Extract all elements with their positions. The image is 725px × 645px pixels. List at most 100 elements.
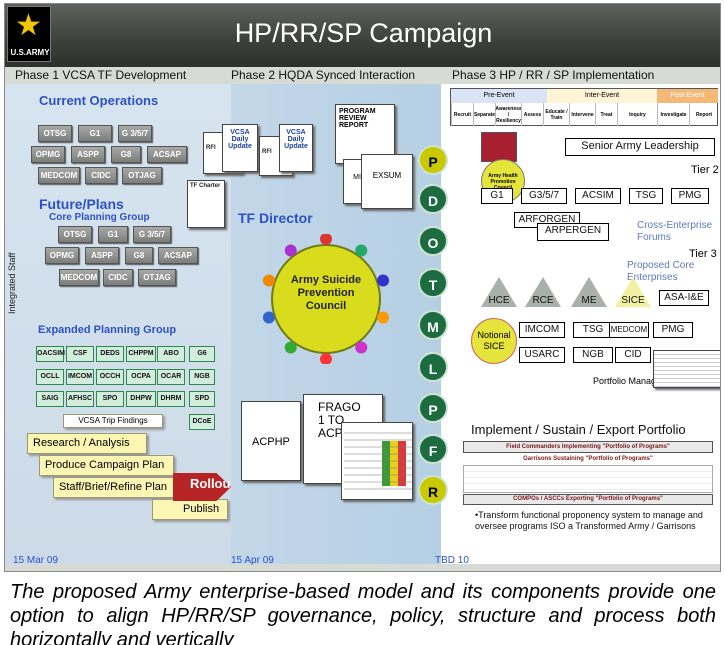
expanded-group-box: AFHSC bbox=[66, 391, 94, 407]
senior-army-leadership-box: Senior Army Leadership bbox=[565, 138, 715, 156]
me-label: ME bbox=[581, 295, 597, 306]
step-publish: Publish bbox=[152, 499, 228, 520]
expanded-group-box: NGB bbox=[189, 369, 215, 385]
acphp-document: ACPHP bbox=[241, 401, 301, 481]
sice-box: USARC bbox=[519, 347, 565, 363]
staff-box: ACSAP bbox=[147, 146, 187, 163]
exsum-document: EXSUM bbox=[361, 154, 413, 209]
programs-table bbox=[463, 465, 713, 493]
council-member-icon bbox=[355, 244, 368, 257]
notional-sice-circle: Notional SICE bbox=[471, 318, 517, 364]
staff-box: OPMG bbox=[45, 247, 79, 264]
rfi-label: RFI bbox=[206, 145, 216, 151]
pdot-circle-d: D bbox=[418, 184, 448, 214]
council-member-icon bbox=[355, 341, 368, 354]
staff-box: MEDCOM bbox=[59, 269, 99, 286]
expanded-group-box: DCoE bbox=[189, 414, 215, 430]
tier2-box: G1 bbox=[481, 188, 513, 204]
future-plans-heading: Future/Plans bbox=[39, 196, 124, 212]
staff-box: OTSG bbox=[58, 226, 92, 243]
expanded-group-box: DEDS bbox=[96, 346, 124, 362]
expanded-group-box: OCLL bbox=[36, 369, 64, 385]
slide: ★ U.S.ARMY HP/RR/SP Campaign Phase 1 VCS… bbox=[4, 3, 721, 572]
cross-enterprise-label: Cross-Enterprise Forums bbox=[637, 220, 713, 243]
phase-1-label: Phase 1 VCSA TF Development bbox=[15, 68, 187, 82]
staff-box: CIDC bbox=[85, 167, 117, 184]
expanded-group-box: OACSIM bbox=[36, 346, 65, 362]
frago-table bbox=[341, 422, 413, 500]
council-label: Army Suicide Prevention Council bbox=[290, 274, 362, 312]
date-phase-3: TBD 10 bbox=[435, 555, 469, 566]
portfolio-table bbox=[653, 350, 720, 388]
event-item: Awareness / Resiliency bbox=[495, 103, 522, 126]
event-item: Assess bbox=[521, 103, 543, 126]
staff-box: G 3/5/7 bbox=[133, 226, 171, 243]
phase-1-panel: Current Operations OTSG G1 G 3/5/7 OPMG … bbox=[5, 84, 235, 564]
expanded-group-box: ABO bbox=[157, 346, 185, 362]
tf-charter-document: TF Charter bbox=[187, 180, 225, 228]
tf-charter-label: TF Charter bbox=[190, 183, 221, 189]
event-item: Treat bbox=[595, 103, 617, 126]
expanded-group-box: SAIG bbox=[36, 391, 64, 407]
council-circle bbox=[271, 244, 381, 354]
tier-2-label: Tier 2 bbox=[691, 164, 719, 176]
step-research-analysis: Research / Analysis bbox=[27, 433, 147, 454]
portfolio-management-label: Portfolio Management bbox=[593, 376, 682, 386]
sice-box: IMCOM bbox=[519, 322, 565, 338]
pre-event-header: Pre-Event bbox=[451, 89, 547, 103]
date-phase-2: 15 Apr 09 bbox=[231, 555, 274, 566]
pdot-circle-m: M bbox=[418, 310, 448, 340]
me-triangle bbox=[571, 277, 607, 307]
staff-box: CIDC bbox=[103, 269, 133, 286]
table-grid bbox=[344, 432, 412, 490]
notional-sice-label: Notional SICE bbox=[477, 330, 511, 351]
expanded-group-box: CSF bbox=[66, 346, 94, 362]
arpergen-box: ARPERGEN bbox=[537, 223, 609, 241]
council-members bbox=[262, 234, 390, 364]
tf-director-heading: TF Director bbox=[238, 210, 313, 226]
council-member-icon bbox=[320, 353, 332, 364]
pdot-circle-f: F bbox=[418, 434, 448, 464]
army-flag-icon bbox=[481, 132, 517, 162]
tier2-box: ACSIM bbox=[575, 188, 621, 204]
integrated-staff-label: Integrated Staff bbox=[7, 252, 17, 314]
council-member-icon bbox=[377, 274, 390, 287]
staff-box: OTJAG bbox=[122, 167, 162, 184]
expanded-group-box: OCAR bbox=[157, 369, 185, 385]
council-member-icon bbox=[377, 311, 390, 324]
sice-box: PMG bbox=[653, 322, 693, 338]
expanded-group-box: DHRM bbox=[157, 391, 185, 407]
staff-box: OTJAG bbox=[138, 269, 176, 286]
pdot-circle-p: P bbox=[418, 145, 448, 175]
staff-box: OTSG bbox=[38, 125, 72, 142]
expanded-group-box: SPO bbox=[96, 391, 124, 407]
health-council-label: Army Health Promotion Council bbox=[488, 173, 518, 191]
expanded-planning-heading: Expanded Planning Group bbox=[38, 324, 177, 336]
council-member-icon bbox=[320, 234, 332, 245]
tier2-box: TSG bbox=[629, 188, 663, 204]
sice-box: TSG bbox=[573, 322, 613, 338]
staff-box: G 3/5/7 bbox=[118, 125, 152, 142]
pdot-circle-l: L bbox=[418, 352, 448, 382]
phase-3-panel: Pre-Event Inter-Event Post-Event Recruit… bbox=[441, 84, 720, 564]
phase-2-label: Phase 2 HQDA Synced Interaction bbox=[231, 68, 416, 82]
sice-triangle bbox=[615, 277, 651, 307]
hce-triangle bbox=[481, 277, 517, 307]
pdot-circle-p2: P bbox=[418, 393, 448, 423]
asa-ie-box: ASA-I&E bbox=[659, 290, 709, 306]
sice-box: NGB bbox=[573, 347, 613, 363]
figure-caption: The proposed Army enterprise-based model… bbox=[10, 581, 716, 645]
star-icon: ★ bbox=[15, 9, 42, 42]
logo-text: U.S.ARMY bbox=[10, 48, 50, 57]
expanded-group-box: SPD bbox=[189, 391, 215, 407]
rollout-label: Rollout bbox=[190, 476, 235, 491]
vcsa-daily-update-doc: VCSA Daily Update bbox=[222, 124, 258, 172]
staff-box: ACSAP bbox=[158, 247, 198, 264]
field-commanders-bar: Field Commanders Implementing "Portfolio… bbox=[463, 441, 713, 453]
title-banner: ★ U.S.ARMY HP/RR/SP Campaign bbox=[5, 4, 720, 67]
council-member-icon bbox=[262, 274, 275, 287]
sice-label: SICE bbox=[621, 295, 645, 306]
expanded-group-box: DHPW bbox=[126, 391, 156, 407]
staff-box: G8 bbox=[125, 247, 153, 264]
transform-note: •Transform functional proponency system … bbox=[475, 510, 703, 531]
